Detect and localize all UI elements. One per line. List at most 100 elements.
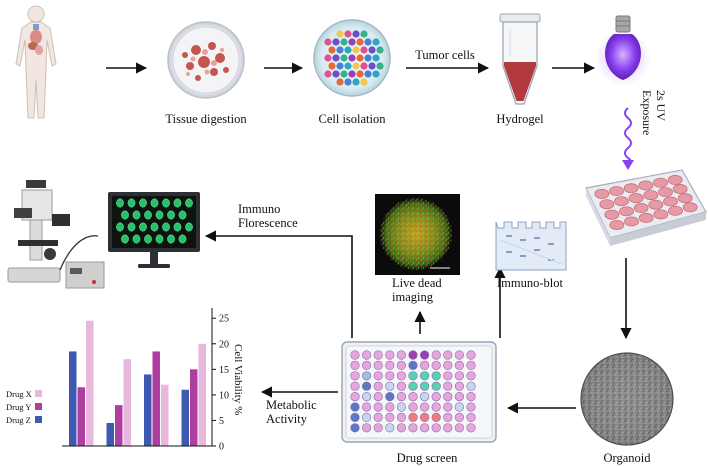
label-metabolic-activity: Metabolic Activity — [266, 398, 317, 426]
cell-dot — [332, 70, 340, 78]
fluorescent-cell — [116, 222, 124, 232]
fluorescent-cell — [139, 222, 147, 232]
plate-well — [653, 209, 669, 220]
plate-well — [619, 206, 634, 217]
fluorescent-cell — [150, 198, 159, 208]
drug-well — [385, 423, 395, 433]
cell-dot — [368, 62, 376, 70]
drug-well — [454, 381, 465, 391]
bar-drug-z — [69, 351, 77, 446]
uv-bulb-icon — [595, 15, 651, 86]
fluorescent-cell — [144, 210, 152, 220]
cell-dot — [372, 38, 380, 46]
drug-well — [385, 350, 395, 360]
drug-well — [431, 392, 441, 402]
plate-well — [624, 216, 639, 227]
drug-well — [362, 402, 372, 412]
cell-dot — [328, 62, 336, 70]
drug-well — [466, 402, 476, 412]
cell-dot — [356, 38, 364, 46]
drug-well — [466, 381, 476, 391]
plate-well — [638, 212, 654, 223]
fluorescent-cell — [144, 234, 152, 244]
cell-dot — [364, 54, 372, 62]
drug-well — [454, 371, 465, 381]
fluorescent-cell — [155, 210, 164, 220]
plate-well — [609, 186, 624, 197]
plate-well — [604, 209, 620, 220]
drug-well — [431, 371, 441, 381]
drug-well — [385, 360, 395, 371]
petri-dish-tissue-icon — [167, 21, 245, 99]
label-immuno-florescence: Immuno Florescence — [238, 202, 298, 230]
drug-well — [443, 412, 453, 423]
drug-well — [466, 392, 476, 402]
confocal-image-icon — [375, 194, 460, 275]
drug-well — [431, 381, 441, 391]
drug-well — [443, 392, 453, 402]
fluorescent-cell — [162, 222, 170, 232]
drug-well — [420, 350, 430, 360]
bar-drug-y — [190, 369, 198, 446]
cell-dot — [344, 30, 352, 38]
y-tick-label: 5 — [219, 416, 224, 427]
plate-well — [677, 193, 693, 204]
drug-well — [466, 371, 476, 381]
bar-drug-x — [123, 359, 131, 446]
bar-drug-x — [161, 384, 169, 446]
plate-well — [628, 193, 644, 204]
drug-well — [408, 371, 418, 381]
drug-well — [466, 412, 476, 423]
plate-well — [623, 183, 639, 194]
cell-dot — [344, 62, 352, 70]
drug-well — [396, 381, 407, 391]
chart-y-label: Cell Viability % — [232, 344, 244, 416]
bar-drug-x — [198, 343, 206, 446]
cell-dot — [372, 70, 380, 78]
cell-dot — [352, 62, 360, 70]
plate-well — [648, 199, 664, 210]
legend-swatch — [35, 390, 42, 397]
cell-dot — [348, 54, 356, 62]
cell-dot — [356, 70, 364, 78]
drug-well — [362, 423, 372, 433]
cell-dot — [360, 78, 368, 86]
plate-well — [668, 205, 683, 216]
label-cell-isolation: Cell isolation — [318, 112, 386, 126]
fluorescent-cell — [121, 234, 129, 244]
label-tissue-digestion: Tissue digestion — [165, 112, 247, 126]
drug-well — [373, 423, 383, 433]
bar-drug-z — [106, 423, 114, 446]
y-tick-label: 15 — [219, 365, 229, 376]
drug-well — [431, 423, 441, 433]
cell-dot — [352, 78, 360, 86]
drug-well — [431, 360, 441, 371]
label-tumor-cells: Tumor cells — [415, 48, 475, 62]
cell-dot — [376, 62, 384, 70]
drug-well — [385, 402, 395, 412]
legend-swatch — [35, 416, 42, 423]
fluorescent-cell — [127, 198, 136, 208]
drug-well — [431, 402, 441, 412]
drug-well — [373, 381, 383, 391]
drug-well — [454, 392, 465, 402]
drug-well — [454, 412, 465, 423]
cell-dot — [336, 46, 344, 54]
cell-dot — [324, 70, 332, 78]
drug-well — [408, 423, 418, 433]
human-body-icon — [15, 5, 57, 119]
cell-dot — [324, 54, 332, 62]
drug-well — [466, 423, 476, 433]
plate-well — [643, 190, 659, 201]
label-live-dead-imaging: Live dead imaging — [392, 276, 442, 304]
drug-well — [420, 402, 430, 412]
drug-well — [362, 350, 372, 360]
label-drug-screen: Drug screen — [396, 451, 458, 465]
plate-well — [667, 174, 683, 185]
drug-well — [420, 371, 430, 381]
fluorescent-cell — [167, 210, 175, 220]
bar-drug-y — [77, 387, 85, 446]
drug-well — [362, 360, 372, 371]
drug-well — [350, 371, 360, 381]
